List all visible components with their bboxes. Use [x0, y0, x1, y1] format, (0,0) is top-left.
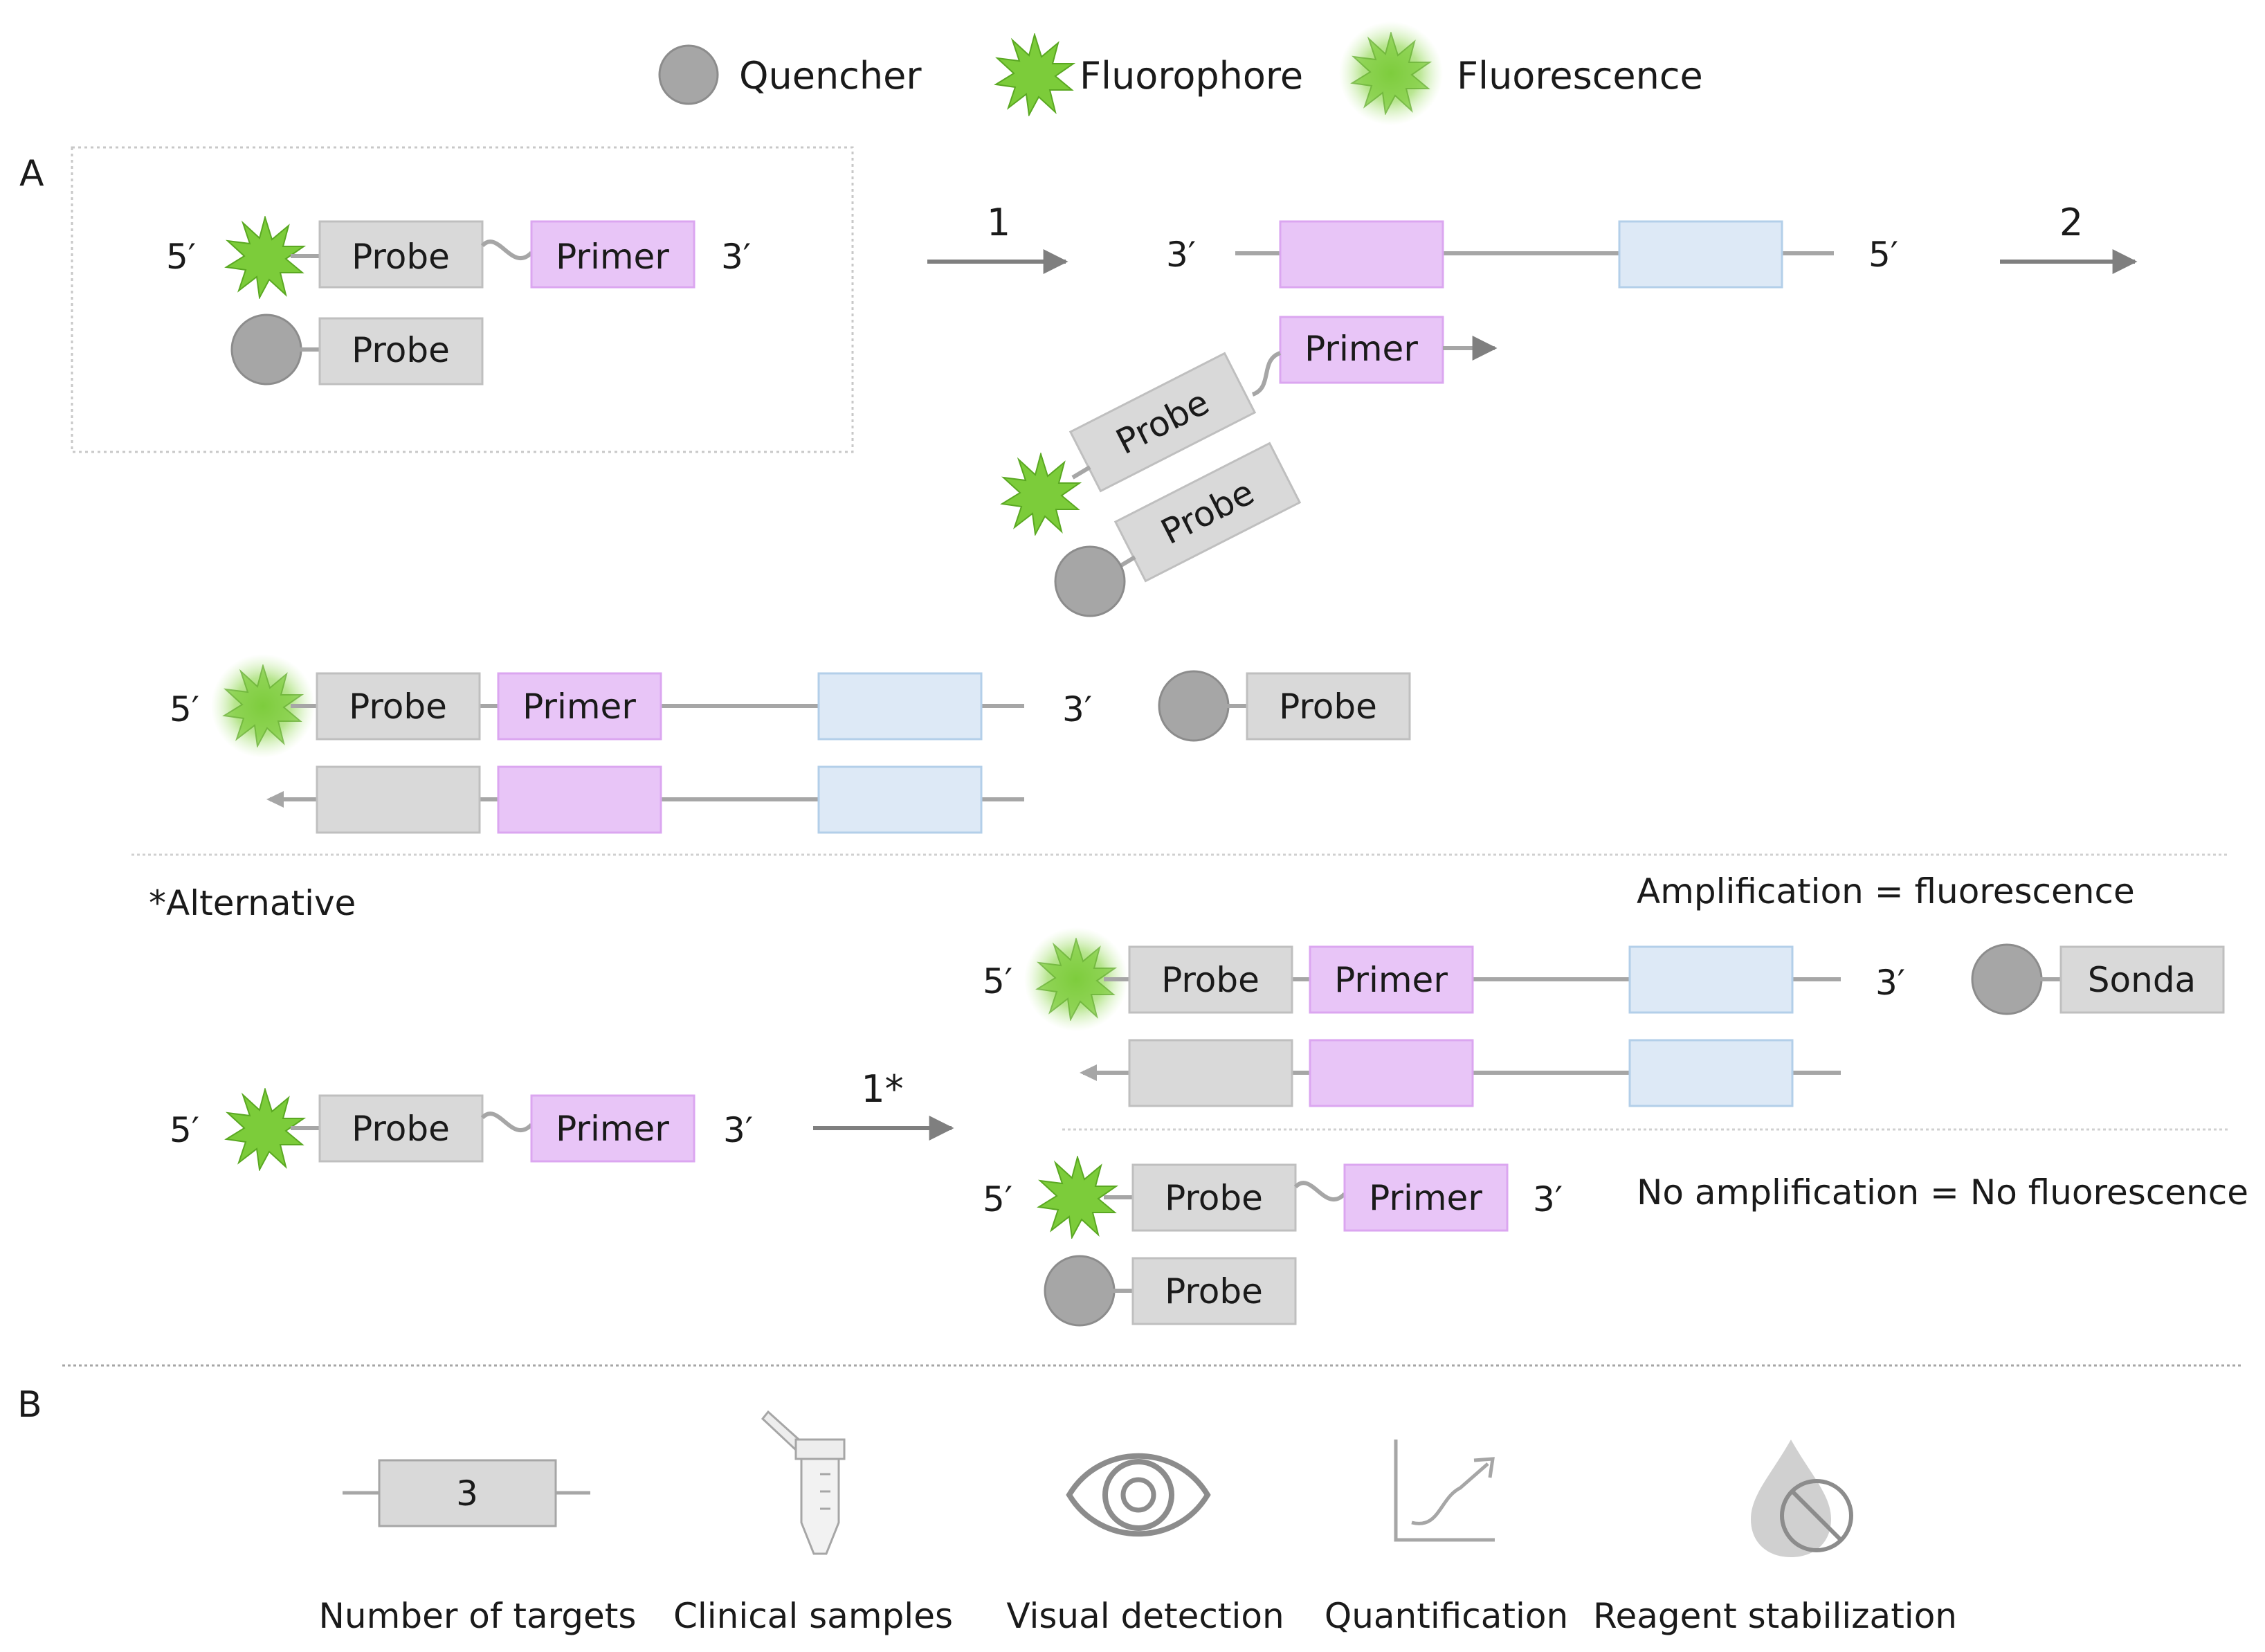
- targets-count: 3: [456, 1473, 478, 1514]
- feature-label: Visual detection: [1006, 1596, 1284, 1636]
- complement-probe-segment: [1128, 1039, 1293, 1107]
- quencher-probe-segment: [1131, 1257, 1297, 1325]
- probe-label: Probe: [352, 1109, 450, 1149]
- probe-segment: [316, 672, 481, 741]
- five-prime-label: 5′: [983, 961, 1012, 1001]
- complement-primer-segment: [1309, 1039, 1474, 1107]
- no-amplification-caption: No amplification = No fluorescence: [1637, 1172, 2248, 1213]
- feature-label: Clinical samples: [673, 1596, 953, 1636]
- legend-quencher-label: Quencher: [739, 54, 922, 98]
- probe-segment: [318, 220, 484, 289]
- fluorophore-legend-icon: [995, 34, 1074, 116]
- feature-label: Number of targets: [319, 1596, 637, 1636]
- feature-label: Quantification: [1325, 1596, 1568, 1636]
- complement-primer-segment: [497, 765, 662, 834]
- linker: [480, 239, 534, 260]
- primer-label: Primer: [1304, 329, 1418, 369]
- initial-construct: 5′ Probe Primer 3′ Probe: [166, 217, 751, 385]
- five-prime-label: 5′: [1868, 235, 1898, 275]
- number-of-targets-icon: 3: [343, 1459, 590, 1527]
- alt-amplified-product: 5′ Probe Primer 3′ Sonda: [983, 927, 2225, 1107]
- probe-label: Probe: [1161, 960, 1259, 1000]
- fluorescence-legend-icon: [1339, 21, 1443, 125]
- alternative-label: *Alternative: [149, 883, 356, 923]
- probe-label: Probe: [349, 687, 447, 727]
- primer-segment: [530, 1094, 695, 1163]
- primer-label: Primer: [556, 1109, 669, 1149]
- legend-fluorescence-label: Fluorescence: [1457, 54, 1703, 98]
- complement-target-region: [1628, 1039, 1794, 1107]
- target-region: [1628, 945, 1794, 1014]
- probe-label: Probe: [352, 330, 450, 370]
- three-prime-label: 3′: [723, 1110, 753, 1150]
- quencher-icon: [1158, 670, 1230, 742]
- five-prime-label: 5′: [170, 689, 199, 729]
- five-prime-label: 5′: [166, 237, 196, 277]
- probe-segment: [1128, 945, 1293, 1014]
- three-prime-label: 3′: [1062, 689, 1092, 729]
- primer-label: Primer: [1334, 960, 1448, 1000]
- quencher-icon: [230, 314, 302, 385]
- amplification-caption: Amplification = fluorescence: [1637, 871, 2135, 911]
- target-region: [817, 672, 983, 741]
- quencher-probe-segment: [318, 317, 484, 385]
- primer-label: Primer: [556, 237, 669, 277]
- primer-label: Primer: [1369, 1178, 1482, 1218]
- probe-label: Probe: [1165, 1271, 1263, 1311]
- fluorophore-icon: [1001, 453, 1080, 535]
- no-amplification-construct: 5′ Probe Primer 3′ Probe: [983, 1156, 1563, 1327]
- step-1-label: 1: [987, 201, 1010, 244]
- three-prime-label: 3′: [1875, 963, 1905, 1003]
- primer-segment: [1309, 945, 1474, 1014]
- quencher-probe-segment: [1246, 672, 1411, 741]
- linker: [1251, 351, 1282, 397]
- probe-segment: [1068, 352, 1257, 493]
- alt-construct: 5′ Probe Primer 3′: [170, 1089, 753, 1170]
- feature-label: Reagent stabilization: [1593, 1596, 1957, 1636]
- target-strand: 3′ 5′: [1166, 220, 1898, 289]
- clinical-samples-icon: [761, 1410, 846, 1555]
- primer-binding-site: [1279, 220, 1444, 289]
- sonda-label: Sonda: [2088, 960, 2196, 1000]
- complement-target-region: [817, 765, 983, 834]
- probe-segment: [318, 1094, 484, 1163]
- quencher-legend-icon: [658, 44, 719, 105]
- probe-segment: [1131, 1163, 1297, 1232]
- step-1-alt-label: 1*: [861, 1067, 903, 1111]
- three-prime-label: 3′: [721, 237, 751, 277]
- quencher-icon: [1044, 1255, 1116, 1327]
- probe-label: Probe: [1279, 687, 1377, 727]
- panel-a-label: A: [19, 153, 44, 194]
- quencher-icon: [1054, 545, 1126, 617]
- quantification-icon: [1394, 1440, 1495, 1542]
- step-2-label: 2: [2059, 201, 2083, 244]
- probe-label: Probe: [1165, 1178, 1263, 1218]
- primer-segment: [497, 672, 662, 741]
- linker: [480, 1111, 534, 1132]
- primer-segment: [530, 220, 695, 289]
- probe-segment: [1113, 442, 1302, 583]
- probe-label: Probe: [352, 237, 450, 277]
- visual-detection-icon: [1066, 1453, 1211, 1537]
- complement-probe-segment: [316, 765, 481, 834]
- primer-segment: [1343, 1163, 1509, 1232]
- linker: [1293, 1181, 1347, 1201]
- five-prime-label: 5′: [170, 1110, 199, 1150]
- three-prime-label: 3′: [1166, 235, 1196, 275]
- target-region: [1618, 220, 1783, 289]
- panel-b-label: B: [17, 1384, 42, 1426]
- quencher-icon: [1971, 943, 2043, 1015]
- legend-fluorophore-label: Fluorophore: [1080, 54, 1303, 98]
- amplified-product: 5′ Probe Primer 3′ Probe: [170, 654, 1411, 834]
- construct-box: [71, 146, 854, 453]
- three-prime-label: 3′: [1533, 1179, 1563, 1219]
- legend: Quencher Fluorophore Fluorescence: [658, 21, 1703, 125]
- five-prime-label: 5′: [983, 1179, 1012, 1219]
- reagent-stabilization-icon: [1751, 1440, 1853, 1557]
- sonda-segment: [2059, 945, 2225, 1014]
- primer-label: Primer: [522, 687, 636, 727]
